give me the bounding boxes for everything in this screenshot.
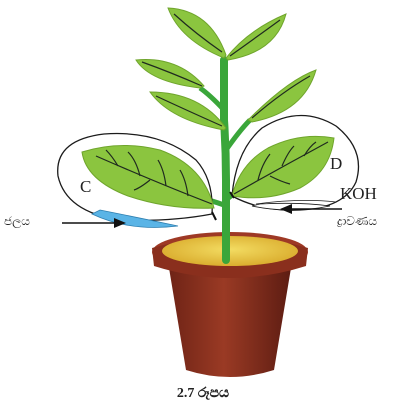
label-koh: KOH xyxy=(340,185,377,202)
leaf-in-bag-c xyxy=(82,145,214,208)
label-d: D xyxy=(330,155,342,172)
arrow-right xyxy=(62,218,126,228)
water-in-bag-c xyxy=(92,210,178,228)
label-solution: ද්‍රාවණය xyxy=(337,215,377,227)
stem xyxy=(200,60,250,260)
figure-caption: 2.7 රූපය xyxy=(0,386,406,402)
label-c: C xyxy=(80,178,91,195)
label-water: ජලය xyxy=(4,215,30,227)
